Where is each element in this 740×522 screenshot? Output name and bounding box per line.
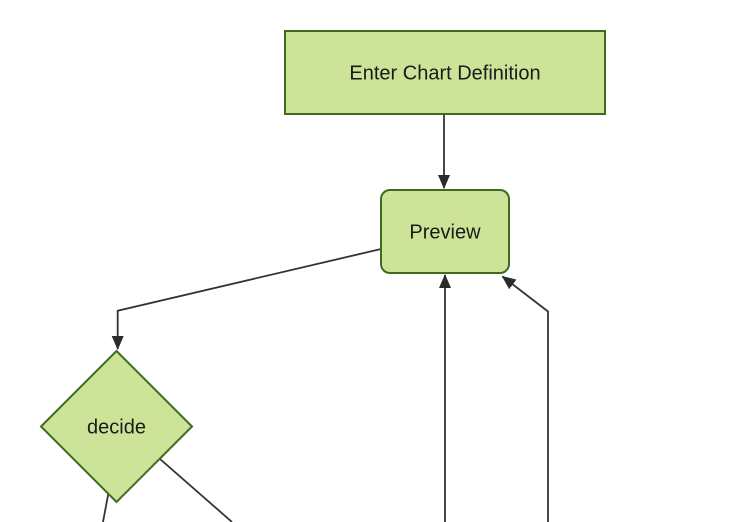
node-enter-chart-definition-shape xyxy=(284,30,606,115)
node-decide-label: decide xyxy=(87,417,146,439)
node-preview-shape xyxy=(380,189,510,274)
edge-preview-to-decide xyxy=(111,248,382,350)
edge-decide-to-offscreen-bottom-right xyxy=(159,458,233,522)
node-enter-chart-definition: Enter Chart Definition xyxy=(284,30,606,115)
node-decide: decide xyxy=(39,349,194,504)
edge-offscreen-bottom-right-to-preview xyxy=(501,275,549,522)
node-preview: Preview xyxy=(380,189,510,274)
node-enter-chart-definition-label: Enter Chart Definition xyxy=(349,63,540,85)
edge-decide-to-offscreen-bottom-left xyxy=(102,489,110,522)
node-decide-shape xyxy=(39,349,194,504)
node-preview-label: Preview xyxy=(409,222,481,244)
